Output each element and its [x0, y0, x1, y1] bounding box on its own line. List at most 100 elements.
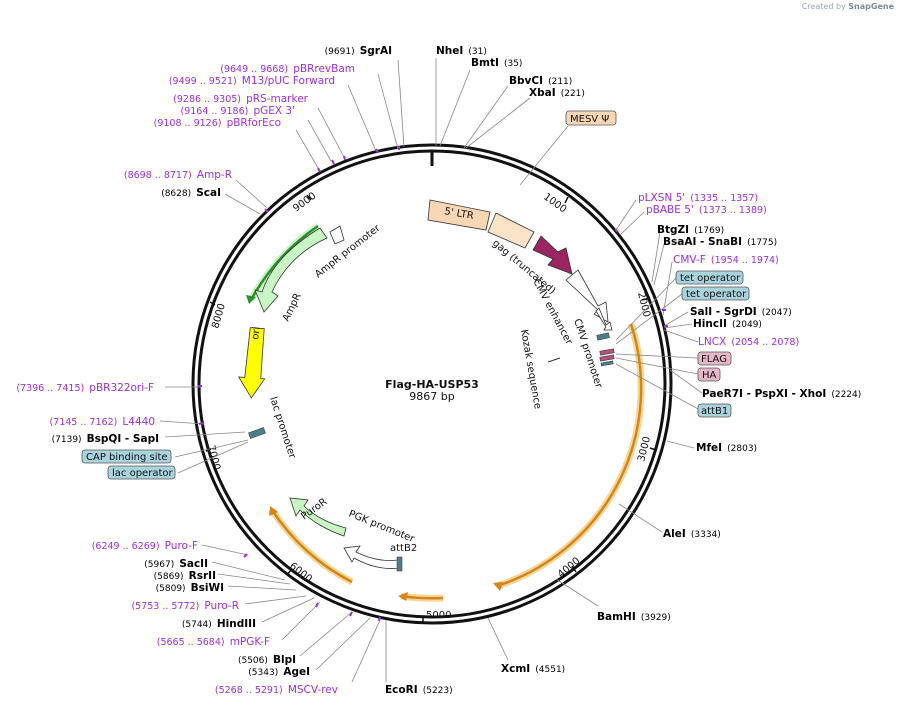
name-text: XcmI [501, 663, 530, 675]
name-text: AgeI [283, 666, 310, 678]
site-label-nhei: NheI (31) [436, 39, 487, 58]
position-text: (9108 .. 9126) [154, 118, 222, 129]
feature-kozak: Kozak sequence [518, 329, 561, 410]
position-text: (4551) [535, 665, 565, 675]
primer-label-cmv-f: CMV-F (1954 .. 1974) [673, 248, 779, 267]
feature-cmv-enhancer: CMV enhancer [530, 269, 609, 347]
name-text: HincII [693, 318, 727, 330]
name-text: NheI [436, 45, 463, 57]
boxed-lac-operator-label: lac operator [112, 468, 173, 479]
leader-lines [159, 58, 703, 683]
position-text: (5744) [182, 620, 212, 630]
site-label-blpi: (5506) BlpI [238, 648, 296, 667]
name-text: MSCV-rev [288, 684, 338, 696]
position-text: (9164 .. 9186) [181, 106, 249, 117]
name-text: EcoRI [385, 684, 418, 696]
position-text: (2047) [762, 308, 792, 318]
name-text: ScaI [196, 187, 221, 199]
name-text: BsaAI - SnaBI [663, 236, 742, 248]
feature-label-attb2: attB2 [390, 543, 417, 554]
position-text: (7145 .. 7162) [49, 417, 117, 428]
snapgene-branding: Created by SnapGene [802, 2, 894, 11]
feature-label-ampr-promoter: AmpR promoter [313, 222, 383, 280]
boxed-flag: FLAG [697, 351, 732, 366]
name-text: Puro-F [165, 540, 198, 552]
primer-label-pbrrevbam: (9649 .. 9668) pBRrevBam [220, 57, 355, 76]
boxed-ha: HA [697, 367, 721, 382]
name-text: SacII [179, 558, 208, 570]
tick-label-1000: 1000 [541, 192, 568, 216]
position-text: (6249 .. 6269) [92, 541, 160, 552]
position-text: (5343) [248, 668, 278, 678]
site-label-bsaai-snabi: BsaAI - SnaBI (1775) [663, 230, 777, 249]
insert-arc-head [493, 582, 503, 591]
name-text: BamHI [597, 611, 636, 623]
name-text: Puro-R [204, 600, 239, 612]
primer-label-prs-marker: (9286 .. 9305) pRS-marker [173, 87, 309, 106]
site-label-paer7i-pspxi-xhoi: PaeR7I - PspXI - XhoI (2224) [702, 382, 861, 401]
position-text: (2803) [727, 444, 757, 454]
feature-lac-promoter: lac promoter [248, 396, 298, 461]
name-text: BbvCI [509, 75, 543, 87]
position-text: (3334) [691, 530, 721, 540]
position-text: (1769) [694, 226, 724, 236]
puro-arc-head [269, 506, 278, 516]
primer-label-puro-f: (6249 .. 6269) Puro-F [92, 534, 198, 553]
snapgene-logo-text: SnapGene [848, 2, 894, 11]
feature-pgk-promoter: PGK promoter [343, 509, 417, 569]
feature-ampr-promoter: AmpR promoter [313, 222, 383, 280]
name-text: XbaI [529, 87, 556, 99]
boxed-tet-operator-1: tet operator [675, 270, 744, 285]
position-text: (5967) [144, 560, 174, 570]
tick-label-5000: 5000 [426, 610, 451, 621]
site-label-hincii: HincII (2049) [693, 312, 762, 331]
position-text: (5869) [154, 572, 184, 582]
site-label-rsrii: (5869) RsrII [154, 564, 216, 583]
primer-label-pbr322ori-f: (7396 .. 7415) pBR322ori-F [16, 376, 154, 395]
name-text: pBABE 5' [646, 204, 694, 216]
position-text: (9691) [325, 47, 355, 57]
tick-label-6000: 6000 [287, 561, 314, 585]
position-text: (8698 .. 8717) [124, 170, 192, 181]
plasmid-length: 9867 bp [409, 390, 454, 403]
site-label-bmti: BmtI (35) [471, 51, 522, 70]
position-text: (1954 .. 1974) [711, 255, 779, 266]
insert-arc-2-head [398, 592, 408, 601]
name-text: MfeI [696, 442, 722, 454]
position-text: (2054 .. 2078) [731, 337, 799, 348]
feature-maroon-arrow [532, 235, 573, 275]
site-label-bsiwi: (5809) BsiWI [156, 576, 224, 595]
position-text: (1335 .. 1357) [690, 193, 758, 204]
name-text: HindIII [217, 618, 256, 630]
position-text: (3929) [641, 613, 671, 623]
position-text: (8628) [161, 189, 191, 199]
feature-label-ampr: AmpR [281, 292, 304, 324]
position-text: (211) [548, 77, 572, 87]
primer-label-pbrforeco: (9108 .. 9126) pBRforEco [154, 111, 281, 130]
primer-label-pgex-3: (9164 .. 9186) pGEX 3' [181, 99, 296, 118]
site-label-bamhi: BamHI (3929) [597, 605, 671, 624]
name-text: BsiWI [191, 582, 224, 594]
position-text: (5809) [156, 584, 186, 594]
site-label-bbvci: BbvCI (211) [509, 69, 572, 88]
name-text: pLXSN 5' [638, 192, 685, 204]
primer-label-l4440: (7145 .. 7162) L4440 [49, 410, 155, 429]
name-text: RsrII [189, 570, 216, 582]
site-label-btgzi: BtgZI (1769) [657, 218, 724, 237]
position-text: (221) [561, 89, 585, 99]
position-text: (5665 .. 5684) [157, 637, 225, 648]
name-text: L4440 [122, 416, 155, 428]
position-text: (2049) [732, 320, 762, 330]
name-text: BspQI - SapI [87, 433, 159, 445]
feature-5ltr: 5' LTR [427, 199, 491, 231]
name-text: pBR322ori-F [89, 382, 154, 394]
name-text: pBRforEco [227, 117, 281, 129]
primer-label-mpgk-f: (5665 .. 5684) mPGK-F [157, 630, 270, 649]
insert-arc [496, 323, 643, 588]
position-text: (5753 .. 5772) [131, 601, 199, 612]
boxed-tet-operator-2-label: tet operator [686, 289, 747, 300]
site-label-xbai: XbaI (221) [529, 81, 585, 100]
feature-label-lac-promoter: lac promoter [267, 396, 298, 461]
